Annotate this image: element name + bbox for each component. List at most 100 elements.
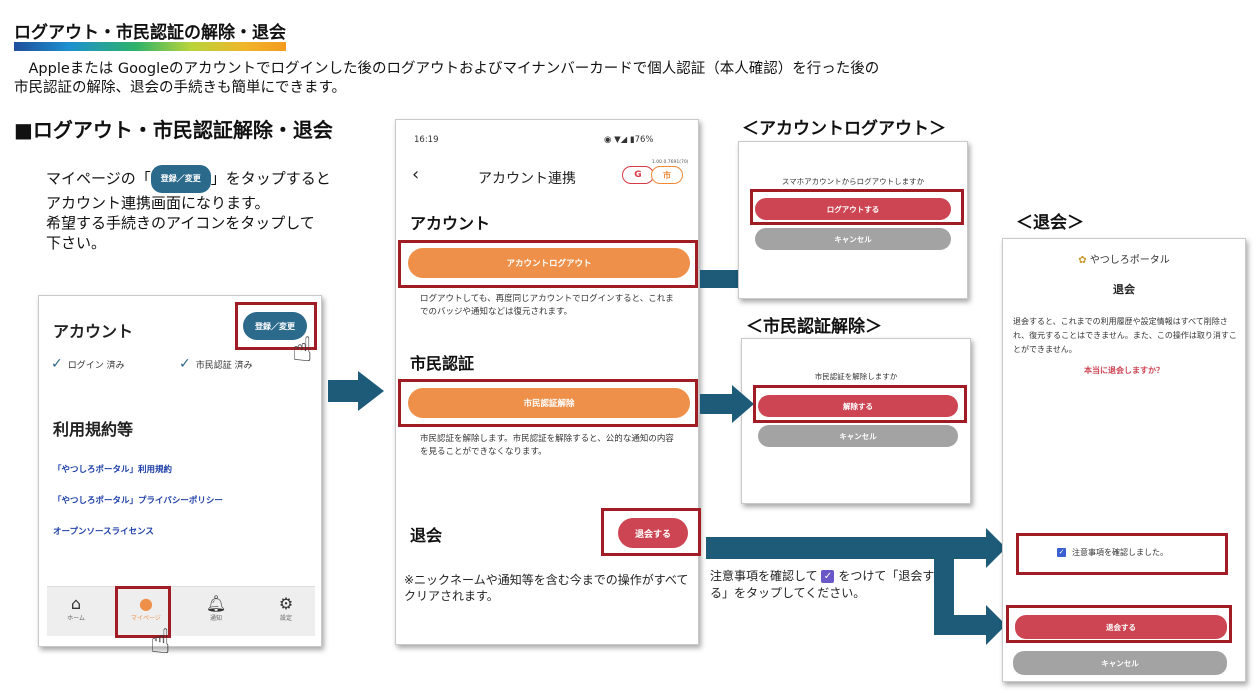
tab-settings-label: 設定 [279,615,292,622]
status-time: 16:19 [414,135,439,145]
highlight-citizen-button [398,379,698,427]
acknowledge-label: 注意事項を確認しました。 [1072,548,1168,557]
intro-line-1: Appleまたは Googleのアカウントでログインした後のログアウトおよびマイ… [14,61,880,77]
logout-confirm-button[interactable]: ログアウトする [755,198,951,220]
title-underline [14,42,286,51]
check-icon: ✓ [179,356,191,372]
highlight-acknowledge-checkbox [1016,533,1228,575]
section-heading: ■ログアウト・市民認証解除・退会 [14,118,333,142]
arrow-shaft [934,615,988,635]
desc-line-3: 希望する手続きのアイコンをタップして [46,214,315,232]
privacy-link[interactable]: 「やつしろポータル」プライバシーポリシー [53,496,223,506]
version-text: 1.00.0.7691(70) [652,160,689,165]
status-icons: ◉ ▼◢ ▮76% [604,135,654,145]
highlight-logout-confirm [750,189,964,225]
highlight-mypage-tab [115,586,171,638]
bottom-tab-bar: ⌂ ホーム ● マイページ 🔔︎ 通知 ⚙ 設定 [47,586,315,636]
withdraw-instruction: 注意事項を確認して ✓ をつけて「退会する」をタップしてください。 [710,568,936,602]
withdraw-button[interactable]: 退会する [618,518,688,548]
tab-home-label: ホーム [67,615,85,622]
tab-settings[interactable]: ⚙ 設定 [261,594,311,623]
person-icon: ● [139,594,153,613]
gear-icon: ⚙ [278,594,294,613]
tab-notice[interactable]: 🔔︎ 通知 [191,594,241,623]
arrow-shaft [700,394,734,414]
withdraw-screen-title: ＜退会＞ [1016,213,1084,233]
tab-mypage-label: マイページ [131,615,161,622]
withdraw-body: 退会すると、これまでの利用履歴や設定情報はすべて削除され、復元することはできませ… [1013,317,1237,354]
citizen-confirm-button[interactable]: 解除する [758,395,958,417]
highlight-withdraw-button [601,508,701,556]
citizen-status: ✓ 市民認証 済み [179,356,253,372]
account-logout-button[interactable]: アカウントログアウト [408,248,690,278]
terms-link[interactable]: 「やつしろポータル」利用規約 [53,465,173,475]
highlight-withdraw-confirm [1006,605,1232,643]
logo-text: やつしろポータル [1089,255,1170,266]
mypage-screen: アカウント 登録／変更 ✓ ログイン 済み ✓ 市民認証 済み 利用規約等 「や… [38,295,322,647]
city-badge: 市 [651,166,683,184]
citizen-dialog-message: 市民認証を解除しますか [814,372,898,381]
arrow-right-icon [986,528,1006,568]
tab-notice-label: 通知 [209,615,222,622]
check-icon: ✓ [51,356,63,372]
logout-dialog-title: ＜アカウントログアウト＞ [742,119,946,139]
highlight-citizen-confirm [753,385,967,423]
acknowledge-checkbox[interactable]: ✓ 注意事項を確認しました。 [1057,547,1168,558]
citizen-release-button[interactable]: 市民認証解除 [408,388,690,418]
desc-line-2: アカウント連携画面になります。 [46,194,270,212]
withdraw-cancel-button[interactable]: キャンセル [1013,651,1227,675]
page-title: ログアウト・市民認証の解除・退会 [14,23,286,43]
instruction-text: マイページの「登録／変更」をタップすると アカウント連携画面になります。 希望す… [46,165,376,253]
arrow-right-icon [986,605,1006,645]
arrow-shaft [328,380,360,402]
login-status-label: ログイン 済み [67,360,125,371]
instruction-after: をつけて「退会する」をタップしてください。 [710,569,935,600]
withdraw-confirm-question: 本当に退会しますか？ [1084,366,1164,375]
account-heading: アカウント [53,322,134,341]
arrow-right-icon [732,385,754,423]
tab-mypage[interactable]: ● マイページ [121,594,171,623]
logo-icon: ✿ [1078,255,1087,266]
desc-prefix: マイページの「 [46,169,151,188]
citizen-dialog-title: ＜市民認証解除＞ [746,317,882,337]
instruction-before: 注意事項を確認して [710,569,818,583]
account-heading: アカウント [410,214,491,233]
desc-line-4: 下さい。 [46,234,107,252]
withdraw-confirm-button[interactable]: 退会する [1015,615,1227,639]
withdraw-screen: ✿ やつしろポータル 退会 退会すると、これまでの利用履歴や設定情報はすべて削除… [1002,238,1246,682]
checkbox-icon: ✓ [821,570,835,583]
terms-heading: 利用規約等 [53,420,134,439]
inline-register-button: 登録／変更 [150,165,211,193]
intro-line-2: 市民認証の解除、退会の手続きも簡単にできます。 [14,80,347,96]
logout-dialog: スマホアカウントからログアウトしますか ログアウトする キャンセル [738,141,968,299]
withdraw-note: ※ニックネームや通知等を含む今までの操作がすべてクリアされます。 [404,573,689,603]
oss-license-link[interactable]: オープンソースライセンス [53,527,154,537]
logout-cancel-button[interactable]: キャンセル [755,228,951,250]
checkbox-checked-icon: ✓ [1057,548,1066,557]
hand-pointer-icon: ☝ [292,330,313,370]
register-change-button[interactable]: 登録／変更 [243,312,307,340]
withdraw-heading: 退会 [410,526,443,545]
desc-suffix: 」をタップすると [210,169,331,188]
highlight-logout-button [398,240,698,288]
screen-header: アカウント連携 [478,171,576,187]
arrow-right-icon [358,371,384,411]
account-link-screen: 16:19 ◉ ▼◢ ▮76% ‹ アカウント連携 1.00.0.7691(70… [395,119,699,645]
highlight-register-button [235,302,317,350]
logout-dialog-message: スマホアカウントからログアウトしますか [781,177,925,186]
google-badge: G [622,166,654,184]
portal-logo: ✿ やつしろポータル [1003,251,1245,266]
citizen-status-label: 市民認証 済み [195,360,253,371]
back-icon[interactable]: ‹ [412,164,420,185]
bell-icon: 🔔︎ [205,594,227,613]
citizen-cancel-button[interactable]: キャンセル [758,425,958,447]
citizen-note: 市民認証を解除します。市民認証を解除すると、公的な通知の内容を見ることができなく… [420,434,674,457]
arrow-shaft [706,537,988,559]
login-status: ✓ ログイン 済み [51,356,125,372]
tab-home[interactable]: ⌂ ホーム [51,594,101,623]
withdraw-heading: 退会 [1113,283,1135,296]
logout-note: ログアウトしても、再度同じアカウントでログインすると、これまでのバッジや通知など… [420,294,674,317]
intro-text: Appleまたは Googleのアカウントでログインした後のログアウトおよびマイ… [14,60,1194,98]
hand-pointer-icon: ☝ [150,622,171,662]
home-icon: ⌂ [70,594,82,613]
